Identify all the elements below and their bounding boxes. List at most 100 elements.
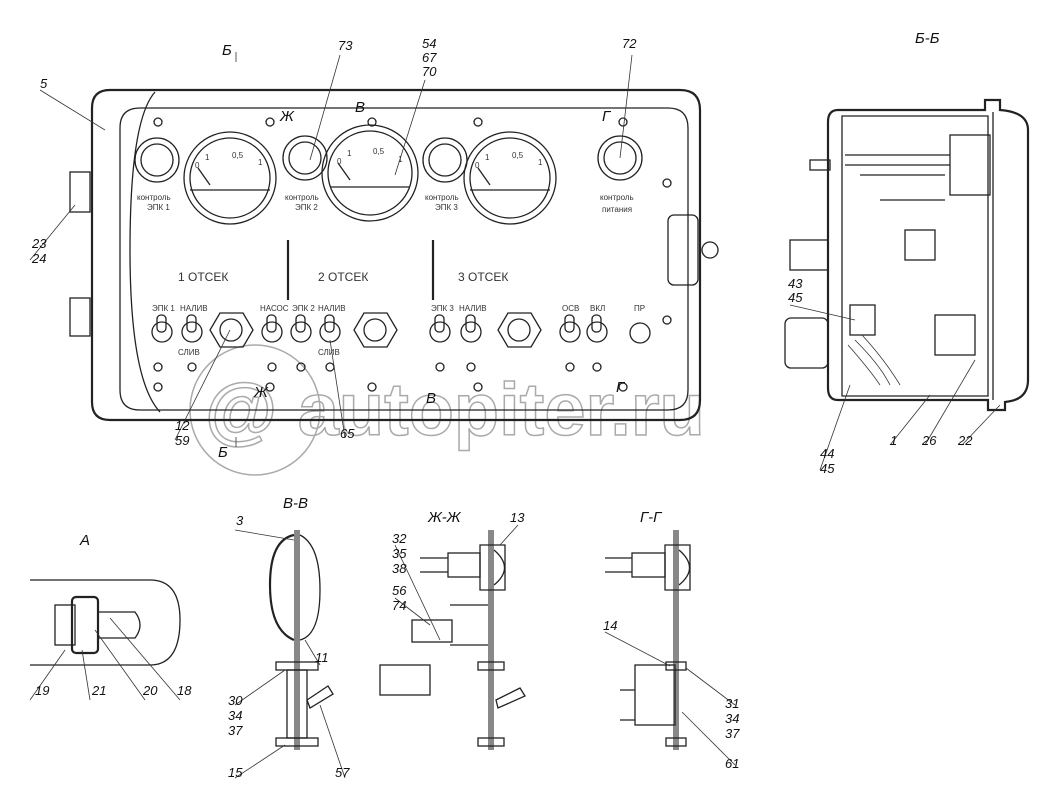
gauge-2	[321, 124, 419, 222]
cut-marker: Б	[222, 42, 232, 59]
section-title-zhzh: Ж-Ж	[427, 509, 462, 526]
lamp-label: ЭПК 3	[435, 203, 458, 212]
callout: 38	[392, 561, 407, 576]
callout: 37	[725, 726, 740, 741]
callout: 26	[921, 433, 937, 448]
lamp-label: контроль	[600, 193, 634, 202]
callout: 73	[338, 38, 353, 53]
callout: 23	[31, 236, 47, 251]
gauge-tick: 1	[538, 158, 543, 167]
drain-label: СЛИВ	[318, 348, 340, 357]
callout: 22	[957, 433, 973, 448]
section-title-bb: Б-Б	[915, 30, 940, 47]
callout: 19	[35, 683, 49, 698]
section-zh-zh	[379, 530, 526, 750]
lamp-epk2	[282, 135, 328, 181]
lamp-label: ЭПК 2	[295, 203, 318, 212]
section-b-b	[784, 98, 1030, 412]
switch-label: ПР	[634, 304, 645, 313]
cut-marker: Ж	[253, 384, 269, 401]
gauge-tick: 0	[475, 161, 480, 170]
callout: 67	[422, 50, 437, 65]
section-v-v	[268, 530, 334, 750]
callout: 65	[340, 426, 355, 441]
gauge-tick: 1	[258, 158, 263, 167]
screws	[153, 117, 672, 392]
callout: 34	[725, 711, 739, 726]
callout: 5	[40, 76, 48, 91]
view-a	[30, 579, 181, 666]
gauge-tick: 1	[398, 155, 403, 164]
callout: 43	[788, 276, 803, 291]
gauge-tick: 0,5	[232, 151, 244, 160]
switches: ЭПК 1 НАЛИВ НАСОС ЭПК 2 НАЛИВ ЭПК 3 НАЛИ…	[151, 304, 651, 357]
switch-label: НАЛИВ	[318, 304, 346, 313]
cut-marker: Ж	[279, 108, 295, 125]
section-g-g	[605, 530, 691, 750]
callout: 45	[788, 290, 803, 305]
panel-front-view: 0 1 0,5 1 0 1 0,5 1 0 1 0,5 1 контроль Э…	[69, 88, 719, 422]
gauge-tick: 1	[205, 153, 210, 162]
callout: 70	[422, 64, 437, 79]
gauge-tick: 1	[485, 153, 490, 162]
callout: 56	[392, 583, 407, 598]
gauge-tick: 0	[195, 161, 200, 170]
switch-label: ЭПК 2	[292, 304, 315, 313]
callout: 11	[315, 650, 329, 665]
callout: 30	[228, 693, 243, 708]
leader-lines	[29, 52, 1001, 779]
gauge-1	[183, 131, 277, 225]
compartment-label: 2 ОТСЕК	[318, 270, 368, 284]
callout: 37	[228, 723, 243, 738]
callout: 72	[622, 36, 637, 51]
callout: 18	[177, 683, 192, 698]
drain-label: СЛИВ	[178, 348, 200, 357]
switch-label: ОСВ	[562, 304, 579, 313]
switch-label: НАЛИВ	[459, 304, 487, 313]
callout: 24	[31, 251, 46, 266]
callout: 31	[725, 696, 739, 711]
lamp-label: контроль	[285, 193, 319, 202]
lamp-label: контроль	[137, 193, 171, 202]
callout: 14	[603, 618, 617, 633]
callout: 15	[228, 765, 243, 780]
switch-label: ЭПК 3	[431, 304, 454, 313]
gauge-tick: 0,5	[373, 147, 385, 156]
callout: 21	[91, 683, 106, 698]
callout: 61	[725, 756, 739, 771]
lamp-power	[597, 135, 643, 181]
lamp-label: ЭПК 1	[147, 203, 170, 212]
section-title-vv: В-В	[283, 495, 308, 512]
switch-label: НАЛИВ	[180, 304, 208, 313]
callouts: 5 73 54 67 70 72 23 24 12 59 65 43 45 44…	[31, 36, 973, 780]
cut-marker: В	[355, 99, 365, 116]
section-title-gg: Г-Г	[640, 509, 663, 526]
callout: 74	[392, 598, 406, 613]
cut-marker: Г	[616, 379, 626, 396]
callout: 54	[422, 36, 436, 51]
lamp-epk1	[134, 137, 180, 183]
callout: 44	[820, 446, 834, 461]
callout: 13	[510, 510, 525, 525]
callout: 32	[392, 531, 407, 546]
callout: 34	[228, 708, 242, 723]
switch-label: НАСОС	[260, 304, 289, 313]
callout: 1	[890, 433, 897, 448]
view-title-a: А	[79, 532, 90, 549]
callout: 45	[820, 461, 835, 476]
cut-marker: Г	[602, 108, 612, 125]
lamp-label: питания	[602, 205, 632, 214]
lamp-label: контроль	[425, 193, 459, 202]
switch-label: ВКЛ	[590, 304, 605, 313]
switch-label: ЭПК 1	[152, 304, 175, 313]
cut-marker: Б	[218, 444, 228, 461]
gauge-tick: 1	[347, 149, 352, 158]
compartment-label: 3 ОТСЕК	[458, 270, 508, 284]
gauge-tick: 0	[337, 157, 342, 166]
gauge-tick: 0,5	[512, 151, 524, 160]
cut-marker: В	[426, 390, 436, 407]
hinge-top	[69, 171, 91, 213]
callout: 57	[335, 765, 350, 780]
callout: 3	[236, 513, 244, 528]
